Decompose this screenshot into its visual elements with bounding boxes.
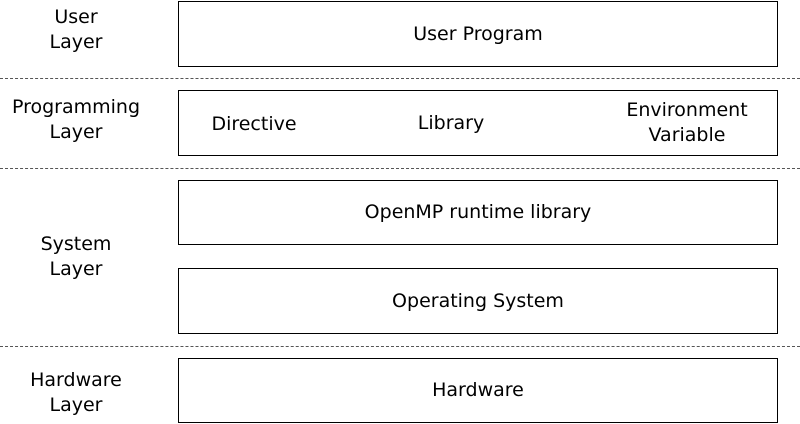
programming-layer-label: Programming Layer bbox=[0, 95, 152, 145]
divider-user-programming bbox=[0, 78, 800, 79]
user-layer-label-line-2: Layer bbox=[49, 31, 103, 53]
library-item: Library bbox=[401, 111, 501, 136]
directive-text: Directive bbox=[211, 113, 297, 135]
hardware-layer-label-line-1: Hardware bbox=[30, 369, 122, 391]
programming-layer-label-line-1: Programming bbox=[11, 96, 141, 118]
hardware-layer-label-line-2: Layer bbox=[49, 394, 103, 416]
user-program-box: User Program bbox=[178, 1, 778, 67]
divider-programming-system bbox=[0, 168, 800, 169]
environment-variable-item: Environment Variable bbox=[609, 98, 765, 148]
operating-system-text: Operating System bbox=[392, 289, 564, 312]
programming-box: Directive Library Environment Variable bbox=[178, 90, 778, 156]
user-layer-label: User Layer bbox=[0, 5, 152, 55]
openmp-runtime-box: OpenMP runtime library bbox=[178, 180, 778, 245]
openmp-runtime-text: OpenMP runtime library bbox=[364, 201, 592, 223]
hardware-text: Hardware bbox=[432, 379, 524, 401]
operating-system-box: Operating System bbox=[178, 268, 778, 334]
user-layer-label-line-1: User bbox=[54, 6, 98, 28]
hardware-box: Hardware bbox=[178, 358, 778, 423]
system-layer-label-line-2: Layer bbox=[49, 258, 103, 280]
system-layer-label: System Layer bbox=[0, 232, 152, 282]
hardware-layer-label: Hardware Layer bbox=[0, 368, 152, 418]
programming-layer-label-line-2: Layer bbox=[49, 121, 103, 143]
user-program-text: User Program bbox=[413, 22, 543, 45]
system-layer-label-line-1: System bbox=[40, 233, 112, 255]
environment-variable-line-1: Environment bbox=[626, 99, 748, 121]
library-text: Library bbox=[417, 112, 485, 134]
directive-item: Directive bbox=[199, 112, 309, 137]
divider-system-hardware bbox=[0, 346, 800, 347]
environment-variable-line-2: Variable bbox=[648, 124, 726, 146]
